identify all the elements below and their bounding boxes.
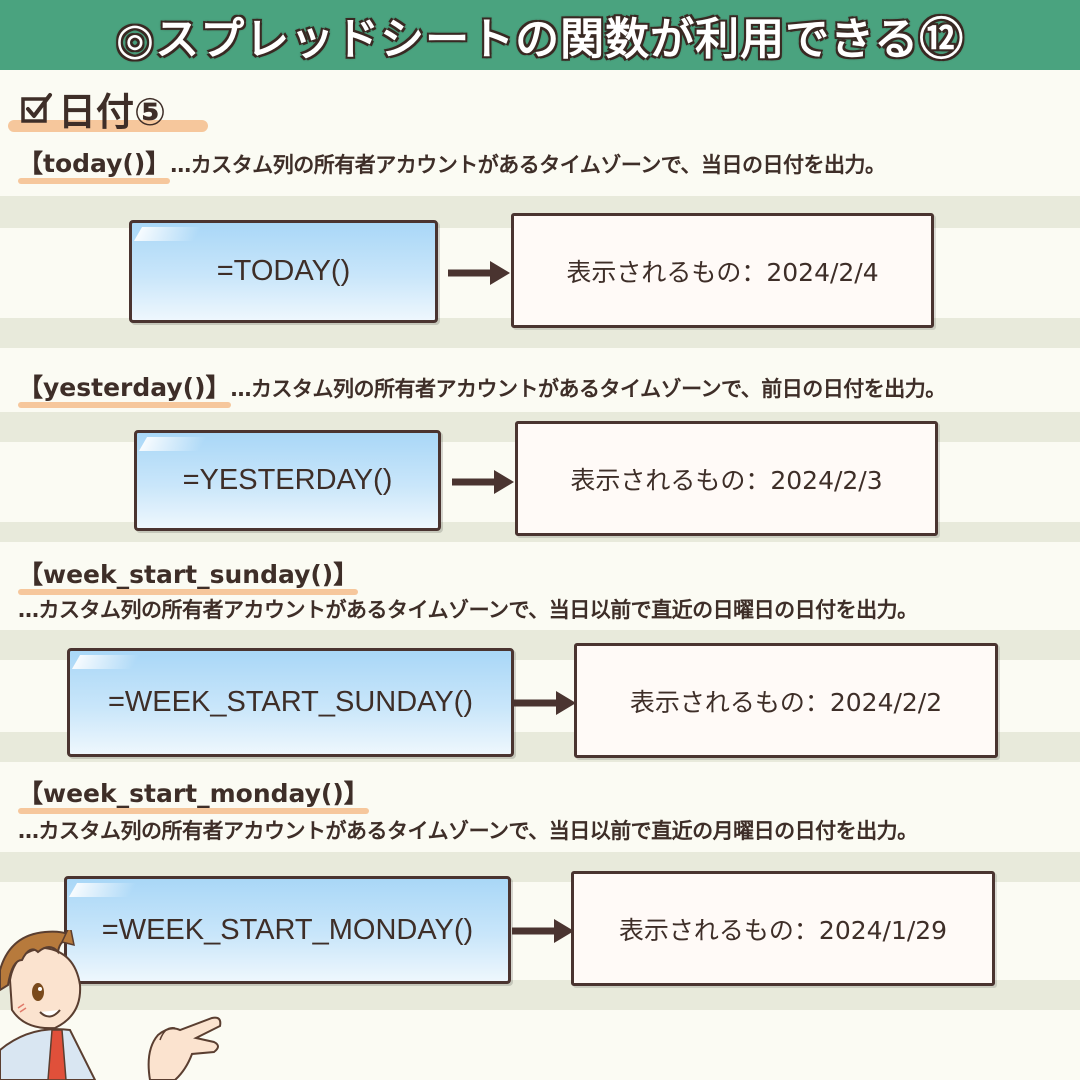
- function-name: 【week_start_monday()】: [18, 774, 369, 814]
- function-heading-week-start-monday: 【week_start_monday()】: [18, 774, 369, 814]
- mascot-character: [0, 930, 222, 1080]
- function-heading-week-start-sunday: 【week_start_sunday()】: [18, 555, 359, 595]
- page-title: ◎スプレッドシートの関数が利用できる⑫: [115, 14, 965, 65]
- row-background: [0, 852, 1080, 1010]
- function-description: …カスタム列の所有者アカウントがあるタイムゾーンで、前日の日付を出力。: [230, 377, 947, 401]
- formula-box-week-start-monday: =WEEK_START_MONDAY(): [64, 876, 511, 984]
- arrow-right-icon: [448, 261, 510, 285]
- formula-text: =YESTERDAY(): [182, 464, 393, 496]
- section-title: 日付⑤: [58, 89, 167, 134]
- section-underline: [8, 120, 208, 132]
- formula-text: =TODAY(): [216, 255, 351, 287]
- row-background: [0, 196, 1080, 348]
- formula-box-today: =TODAY(): [129, 220, 438, 323]
- header-banner: ◎スプレッドシートの関数が利用できる⑫: [0, 0, 1080, 70]
- arrow-right-icon: [512, 919, 574, 943]
- result-text: 表示されるもの：2024/2/4: [566, 257, 879, 287]
- function-heading-today: 【today()】…カスタム列の所有者アカウントがあるタイムゾーンで、当日の日付…: [18, 144, 886, 184]
- function-name: 【week_start_sunday()】: [18, 555, 359, 595]
- function-description: …カスタム列の所有者アカウントがあるタイムゾーンで、当日以前で直近の日曜日の日付…: [18, 598, 918, 622]
- function-name: 【yesterday()】: [18, 368, 231, 408]
- result-box-week-start-monday: 表示されるもの：2024/1/29: [571, 871, 995, 986]
- formula-text: =WEEK_START_SUNDAY(): [108, 686, 473, 718]
- formula-box-week-start-sunday: =WEEK_START_SUNDAY(): [67, 648, 514, 757]
- function-description: …カスタム列の所有者アカウントがあるタイムゾーンで、当日の日付を出力。: [170, 153, 886, 177]
- formula-text: =WEEK_START_MONDAY(): [101, 913, 474, 946]
- formula-box-yesterday: =YESTERDAY(): [134, 430, 441, 531]
- section-heading: 日付⑤: [8, 84, 208, 134]
- function-name: 【today()】: [18, 144, 171, 184]
- check-square-icon: [21, 93, 52, 123]
- result-text: 表示されるもの：2024/1/29: [618, 915, 948, 945]
- result-box-today: 表示されるもの：2024/2/4: [511, 213, 934, 328]
- result-text: 表示されるもの：2024/2/3: [570, 465, 883, 495]
- result-box-yesterday: 表示されるもの：2024/2/3: [515, 421, 938, 536]
- result-box-week-start-sunday: 表示されるもの：2024/2/2: [574, 643, 998, 758]
- function-heading-yesterday: 【yesterday()】…カスタム列の所有者アカウントがあるタイムゾーンで、前…: [18, 368, 947, 408]
- function-description: …カスタム列の所有者アカウントがあるタイムゾーンで、当日以前で直近の月曜日の日付…: [18, 819, 918, 843]
- arrow-right-icon: [452, 470, 514, 494]
- result-text: 表示されるもの：2024/2/2: [629, 687, 943, 717]
- arrow-right-icon: [514, 691, 576, 715]
